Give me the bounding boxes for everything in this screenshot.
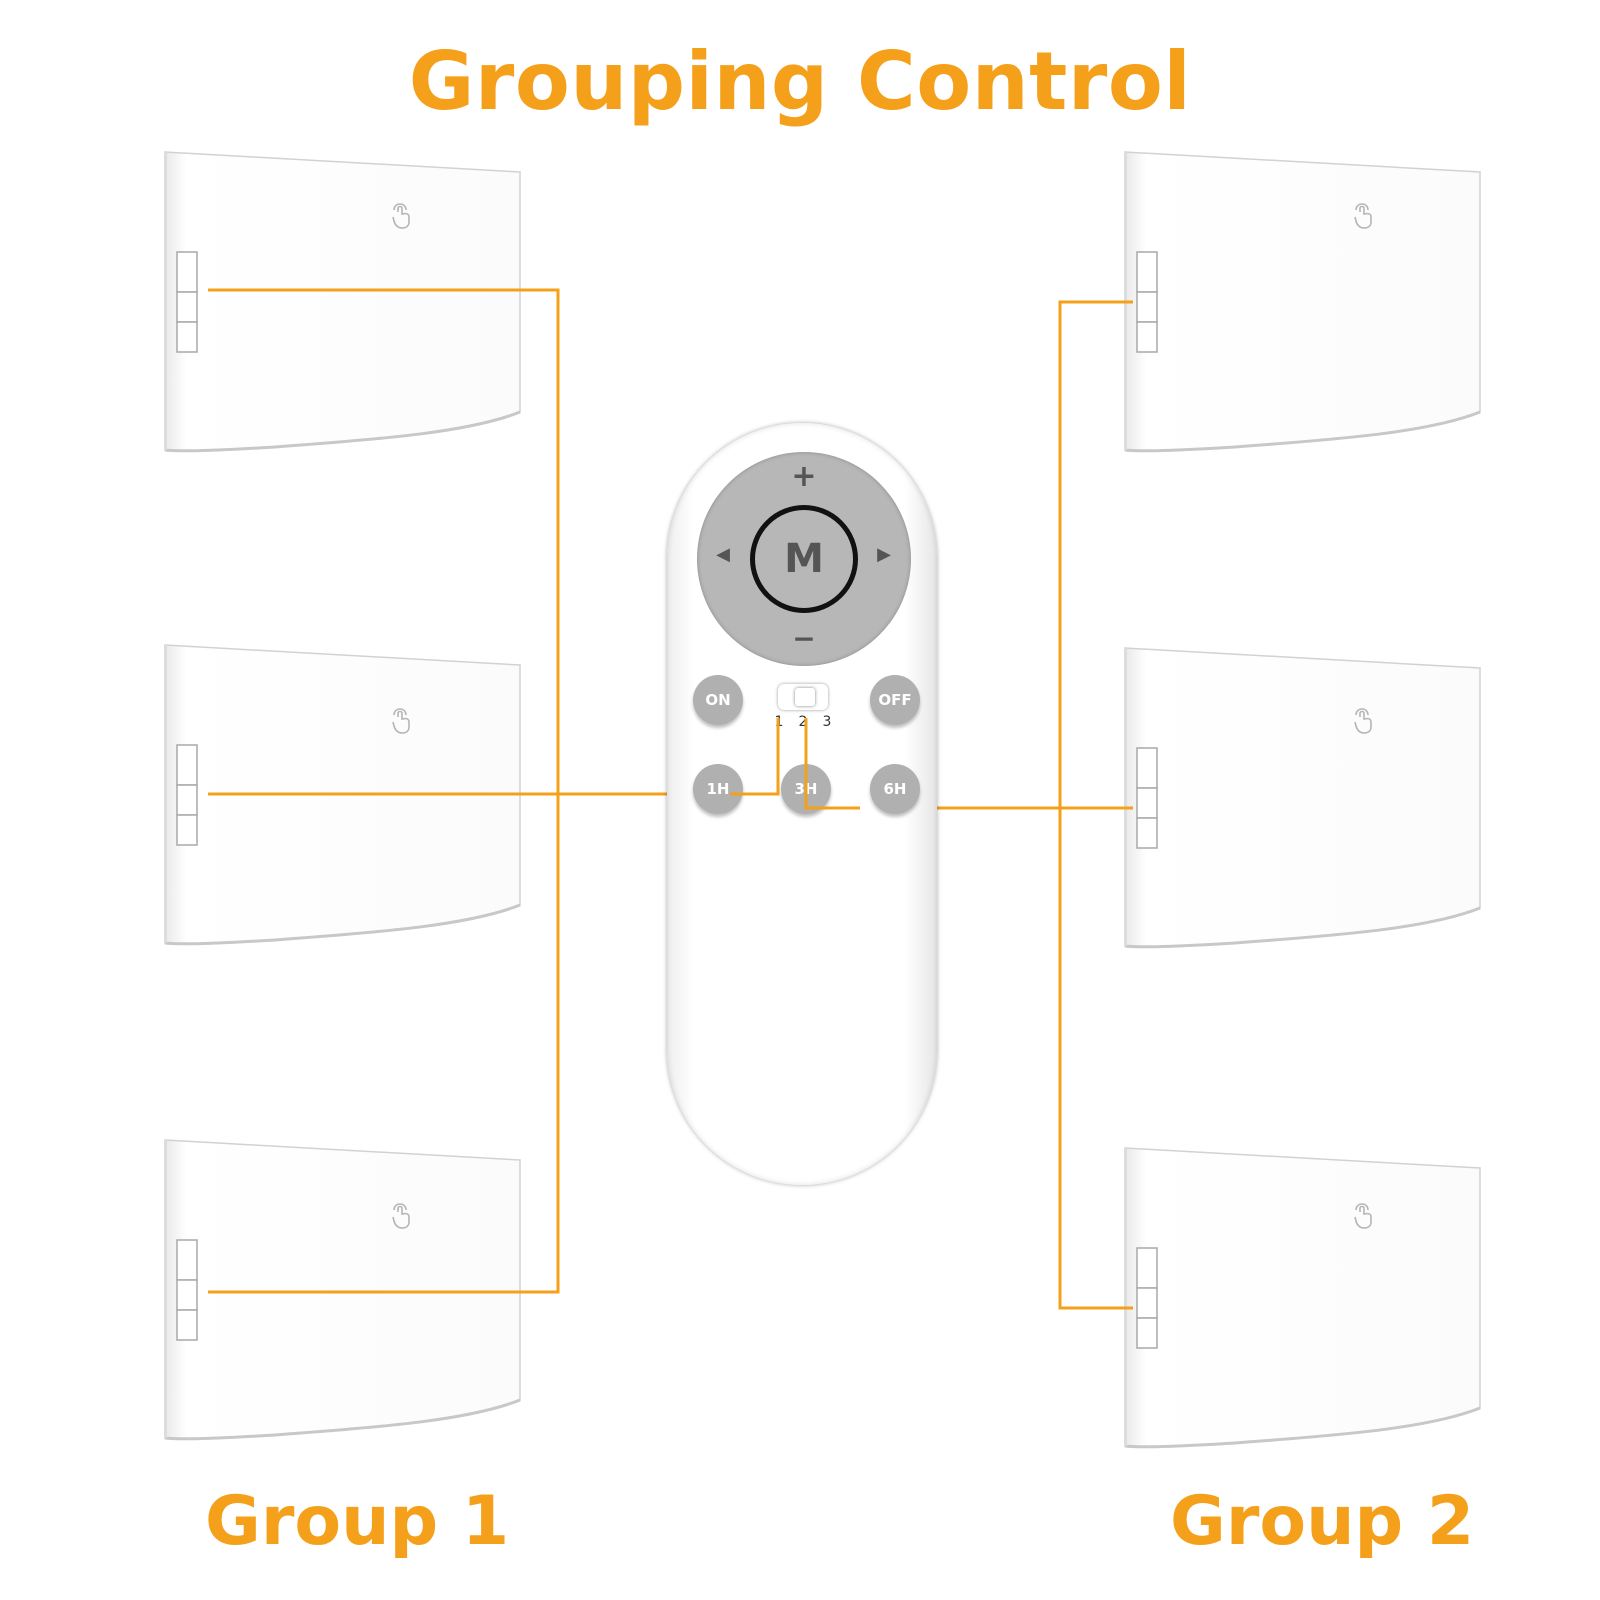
page-title: Grouping Control (408, 35, 1192, 128)
timer-6h-button[interactable]: 6H (870, 764, 920, 814)
channel-switch-knob[interactable] (795, 688, 815, 706)
channel-switch[interactable] (778, 684, 828, 710)
plus-button[interactable]: + (791, 459, 817, 494)
lamp-group2-middle (1123, 646, 1482, 949)
lamp-group2-bottom (1123, 1146, 1482, 1449)
minus-button[interactable]: − (792, 622, 816, 655)
mode-button[interactable]: M (750, 505, 858, 613)
timer-1h-button[interactable]: 1H (693, 764, 743, 814)
channel-label-1: 1 (774, 714, 784, 730)
channel-label-2: 2 (798, 714, 808, 730)
group-1-label: Group 1 (205, 1482, 510, 1561)
right-arrow-icon[interactable]: ▶ (877, 544, 891, 565)
lamp-group1-top (163, 150, 522, 453)
group-2-label: Group 2 (1170, 1482, 1475, 1561)
left-arrow-icon[interactable]: ◀ (716, 544, 730, 565)
on-button[interactable]: ON (693, 675, 743, 725)
timer-3h-button[interactable]: 3H (781, 764, 831, 814)
lamp-group2-top (1123, 150, 1482, 453)
channel-label-3: 3 (822, 714, 832, 730)
lamp-group1-bottom (163, 1138, 522, 1441)
off-button[interactable]: OFF (870, 675, 920, 725)
